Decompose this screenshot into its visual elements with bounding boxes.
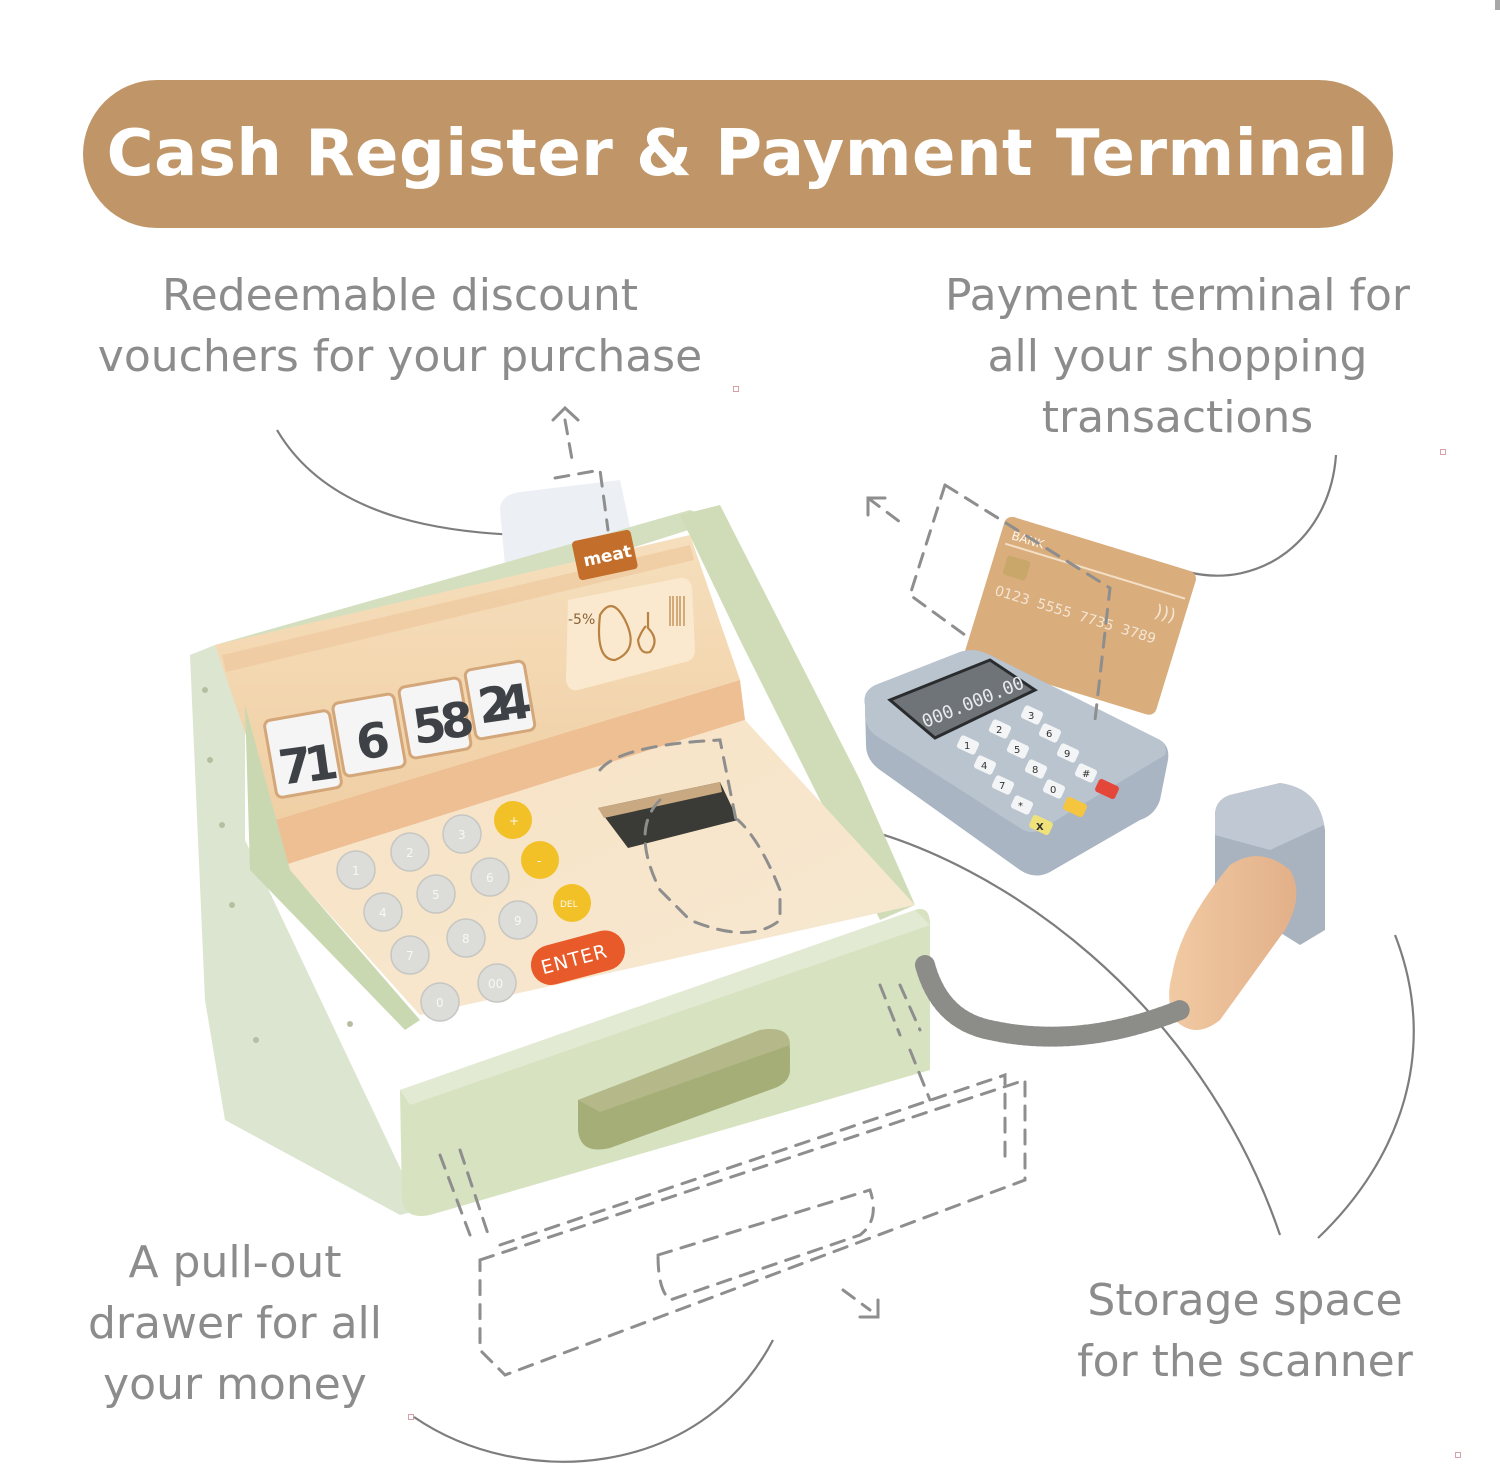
- key-label: 6: [486, 871, 494, 885]
- bank-card: BANK 0123 5555 7735 3789 ))): [964, 516, 1196, 715]
- corner-mark: [733, 386, 739, 392]
- terminal-key-label: 0: [1050, 785, 1056, 796]
- arrow-down-right-icon: [858, 1298, 880, 1319]
- drum-digit: 7: [275, 737, 316, 797]
- callout-scanner: Storage space for the scanner: [1040, 1270, 1450, 1392]
- callout-line: your money: [103, 1359, 367, 1410]
- key-label: 9: [514, 914, 522, 928]
- corner-mark: [1455, 1452, 1461, 1458]
- barcode-icon: [669, 596, 685, 626]
- key-label: 7: [406, 949, 414, 963]
- callout-line: Redeemable discount: [162, 270, 638, 321]
- key-label: -: [537, 854, 541, 868]
- terminal-key-label: 1: [964, 741, 970, 752]
- callout-line: A pull-out: [128, 1237, 342, 1288]
- page-title: Cash Register & Payment Terminal: [106, 117, 1370, 191]
- key-label: 8: [462, 932, 470, 946]
- terminal-key-label: *: [1018, 801, 1023, 812]
- drumstick-icon: [636, 612, 656, 654]
- card-slot: [598, 782, 738, 848]
- register-keypad: 1 2 3 4 5 6 7 8 9 0 00 + - DEL ENTER: [336, 801, 626, 1022]
- key-label: DEL: [560, 900, 578, 910]
- drum-digit: 6: [353, 712, 394, 772]
- drum-digit: 2: [474, 675, 515, 735]
- terminal-key-label: #: [1082, 769, 1090, 780]
- dashed-guides: [438, 418, 1112, 1377]
- payment-terminal: BANK 0123 5555 7735 3789 ))) 000.000.00: [864, 516, 1196, 876]
- callout-terminal: Payment terminal for all your shopping t…: [905, 265, 1450, 448]
- voucher-display: -5%: [566, 577, 695, 691]
- voucher-tag: meat: [572, 529, 638, 581]
- drum-digit: 4: [494, 673, 535, 733]
- terminal-key-label: 3: [1028, 711, 1034, 722]
- arrow-up-left-icon: [866, 496, 887, 517]
- key-label: 4: [379, 906, 387, 920]
- terminal-key-label: 8: [1032, 765, 1038, 776]
- terminal-key-label: 4: [981, 761, 987, 772]
- barcode-scanner: [915, 783, 1325, 1047]
- key-label: 3: [458, 828, 466, 842]
- callout-line: vouchers for your purchase: [97, 331, 703, 382]
- connector-curves: [276, 429, 1415, 1463]
- key-label: 0: [436, 996, 444, 1010]
- meat-icon: [597, 605, 632, 662]
- callout-line: Storage space: [1087, 1275, 1403, 1326]
- key-label: +: [509, 814, 519, 828]
- callout-line: transactions: [1041, 392, 1314, 443]
- corner-mark: [1440, 449, 1446, 455]
- key-label: 5: [432, 888, 440, 902]
- terminal-cancel-label: X: [1036, 822, 1044, 833]
- callout-line: Payment terminal for: [945, 270, 1410, 321]
- drum-digit: 8: [437, 691, 478, 751]
- callout-line: for the scanner: [1077, 1336, 1413, 1387]
- key-label: 2: [406, 846, 414, 860]
- drum-digit: 1: [301, 734, 342, 794]
- callout-line: all your shopping: [987, 331, 1368, 382]
- arrowheads: [551, 405, 887, 1319]
- discount-label: -5%: [568, 612, 595, 628]
- callout-line: drawer for all: [87, 1298, 382, 1349]
- callout-vouchers: Redeemable discount vouchers for your pu…: [40, 265, 760, 387]
- terminal-key-label: 9: [1064, 749, 1070, 760]
- scrollbar-thumb[interactable]: [1495, 0, 1500, 10]
- arrow-up-icon: [551, 405, 580, 422]
- callout-drawer: A pull-out drawer for all your money: [40, 1232, 430, 1415]
- title-banner: Cash Register & Payment Terminal: [83, 80, 1393, 228]
- key-label: 1: [352, 864, 360, 878]
- corner-mark: [408, 1414, 414, 1420]
- drum-digit: 5: [409, 696, 450, 756]
- terminal-key-label: 6: [1046, 729, 1052, 740]
- key-label: 00: [488, 977, 503, 991]
- terminal-key-label: 5: [1014, 745, 1020, 756]
- terminal-key-label: 2: [996, 725, 1002, 736]
- terminal-key-label: 7: [999, 781, 1005, 792]
- number-drums: 7 1 6 5 8 2 4: [263, 659, 537, 799]
- cash-register: [190, 505, 930, 1216]
